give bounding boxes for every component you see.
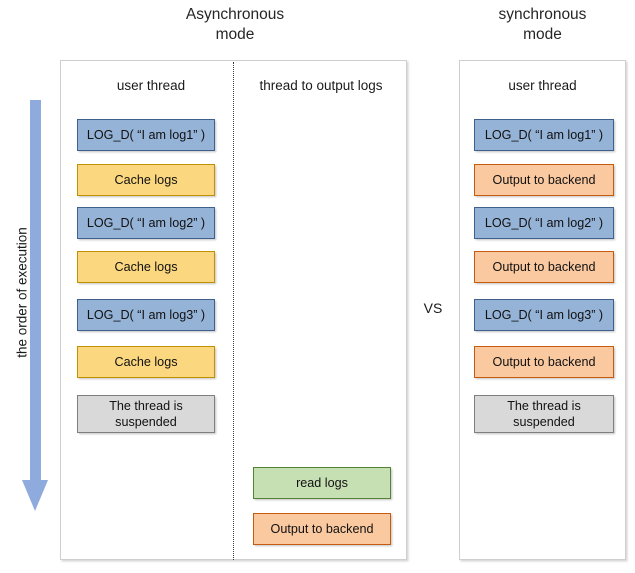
arrow-shaft [30, 100, 41, 482]
step-cache-logs-3[interactable]: Cache logs [77, 346, 215, 378]
sync-step-log-d-1[interactable]: LOG_D( “I am log1” ) [474, 119, 614, 151]
step-cache-logs-2[interactable]: Cache logs [77, 251, 215, 283]
vs-label: VS [423, 300, 443, 316]
arrow-down-icon [22, 480, 48, 511]
async-mode-panel: user thread thread to output logs LOG_D(… [60, 60, 407, 560]
sync-step-output-to-backend-1[interactable]: Output to backend [474, 164, 614, 196]
step-thread-suspended[interactable]: The thread is suspended [77, 395, 215, 433]
step-log-d-2[interactable]: LOG_D( “I am log2” ) [77, 207, 215, 239]
sync-mode-panel: user thread LOG_D( “I am log1” ) Output … [459, 60, 626, 560]
step-output-to-backend-async[interactable]: Output to backend [253, 513, 391, 545]
sync-step-thread-suspended[interactable]: The thread is suspended [474, 395, 614, 433]
sync-mode-title: synchronous mode [498, 6, 587, 43]
async-output-logs-thread-header: thread to output logs [259, 78, 383, 93]
sync-step-log-d-3[interactable]: LOG_D( “I am log3” ) [474, 299, 614, 331]
step-read-logs[interactable]: read logs [253, 467, 391, 499]
thread-divider [233, 62, 234, 560]
async-user-thread-header: user thread [116, 78, 186, 93]
order-of-execution-label: the order of execution [14, 227, 30, 358]
sync-step-output-to-backend-3[interactable]: Output to backend [474, 346, 614, 378]
step-log-d-3[interactable]: LOG_D( “I am log3” ) [77, 299, 215, 331]
sync-step-output-to-backend-2[interactable]: Output to backend [474, 251, 614, 283]
sync-step-log-d-2[interactable]: LOG_D( “I am log2” ) [474, 207, 614, 239]
async-mode-title: Asynchronous mode [185, 6, 285, 43]
order-of-execution-arrow: the order of execution [8, 100, 52, 512]
step-cache-logs-1[interactable]: Cache logs [77, 164, 215, 196]
step-log-d-1[interactable]: LOG_D( “I am log1” ) [77, 119, 215, 151]
sync-user-thread-header: user thread [508, 78, 577, 93]
